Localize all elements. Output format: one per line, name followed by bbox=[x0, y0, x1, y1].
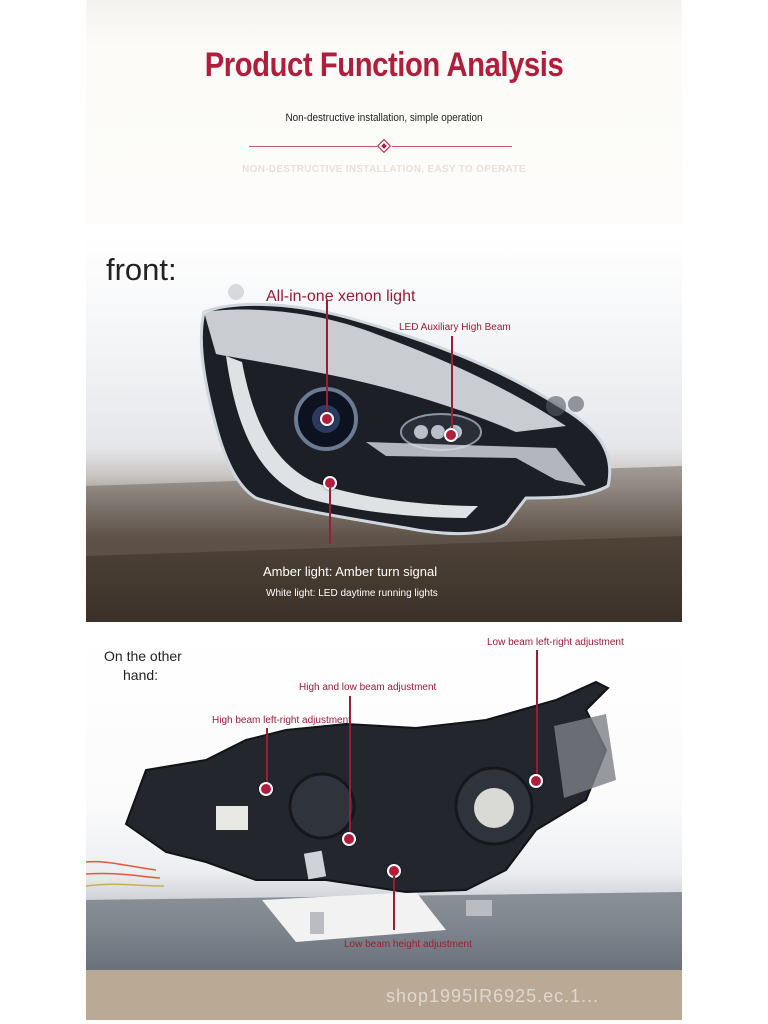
leader-hi-lr bbox=[266, 728, 268, 782]
headlight-front-image bbox=[86, 284, 682, 556]
label-led-high-beam: LED Auxiliary High Beam bbox=[399, 322, 511, 333]
marker-hi-lo bbox=[342, 832, 356, 846]
leader-hi-lo bbox=[349, 696, 351, 832]
leader-xenon bbox=[326, 300, 328, 412]
page-subtitle: Non-destructive installation, simple ope… bbox=[285, 112, 483, 124]
label-low-beam-height: Low beam height adjustment bbox=[344, 939, 472, 950]
leader-low-height bbox=[393, 876, 395, 930]
leader-low-lr bbox=[536, 650, 538, 778]
header-banner: Product Function Analysis Non-destructiv… bbox=[86, 0, 682, 224]
headlight-back-image bbox=[86, 680, 682, 1020]
label-high-low-beam: High and low beam adjustment bbox=[299, 682, 437, 693]
label-low-beam-left-right: Low beam left-right adjustment bbox=[487, 637, 624, 648]
divider-left bbox=[249, 146, 377, 147]
marker-low-lr bbox=[529, 774, 543, 788]
leader-led-high bbox=[451, 336, 453, 428]
page-title: Product Function Analysis bbox=[204, 46, 564, 84]
label-amber-turn-signal: Amber light: Amber turn signal bbox=[263, 564, 438, 579]
leader-amber bbox=[329, 488, 331, 544]
diamond-icon bbox=[376, 138, 392, 154]
watermark: shop1995IR6925.ec.1... bbox=[386, 986, 600, 1006]
label-high-beam-left-right: High beam left-right adjustment bbox=[212, 715, 351, 726]
marker-hi-lr bbox=[259, 782, 273, 796]
subtitle-ghost-text: NON-DESTRUCTIVE INSTALLATION, EASY TO OP… bbox=[242, 164, 526, 175]
marker-led-high bbox=[444, 428, 458, 442]
label-xenon-light: All-in-one xenon light bbox=[266, 288, 416, 305]
front-view-panel: front: All-in-one xenon light LED Auxili… bbox=[86, 236, 682, 622]
label-white-drl: White light: LED daytime running lights bbox=[266, 588, 438, 599]
marker-xenon bbox=[320, 412, 334, 426]
back-heading-line2: hand: bbox=[123, 667, 159, 683]
back-heading-line1: On the other bbox=[104, 648, 182, 664]
front-heading: front: bbox=[106, 252, 177, 287]
divider-right bbox=[392, 146, 512, 147]
back-view-panel: On the other hand: Low beam left-right a… bbox=[86, 630, 682, 1020]
